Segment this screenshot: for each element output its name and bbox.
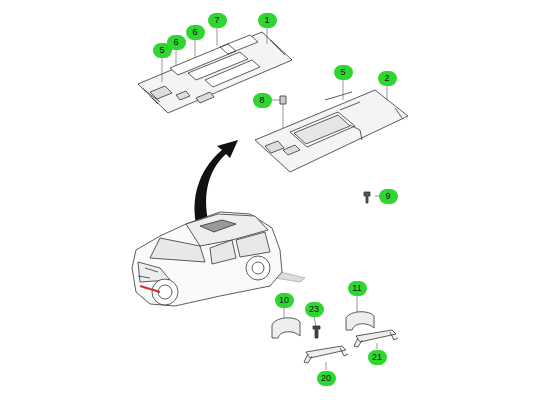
headliner-panel <box>255 90 408 172</box>
callout-number: 9 <box>379 189 398 204</box>
callout-number: 21 <box>368 350 387 365</box>
grab-handle <box>346 312 374 330</box>
callout-number: 2 <box>378 71 397 86</box>
callout-number: 6 <box>186 25 205 40</box>
grab-handle <box>272 318 300 338</box>
headliner-panel <box>138 32 292 113</box>
callout-number: 11 <box>348 281 367 296</box>
callout-number: 5 <box>334 65 353 80</box>
callout-number: 7 <box>208 13 227 28</box>
callout-number: 10 <box>275 293 294 308</box>
callout-number: 5 <box>153 43 172 58</box>
vehicle-illustration <box>132 212 282 306</box>
bracket <box>354 330 398 347</box>
callout-number: 20 <box>317 371 336 386</box>
callout-number: 1 <box>258 13 277 28</box>
bracket <box>304 346 348 363</box>
callout-number: 8 <box>253 93 272 108</box>
sunroof-opening <box>290 112 355 147</box>
callout-number: 23 <box>305 302 324 317</box>
